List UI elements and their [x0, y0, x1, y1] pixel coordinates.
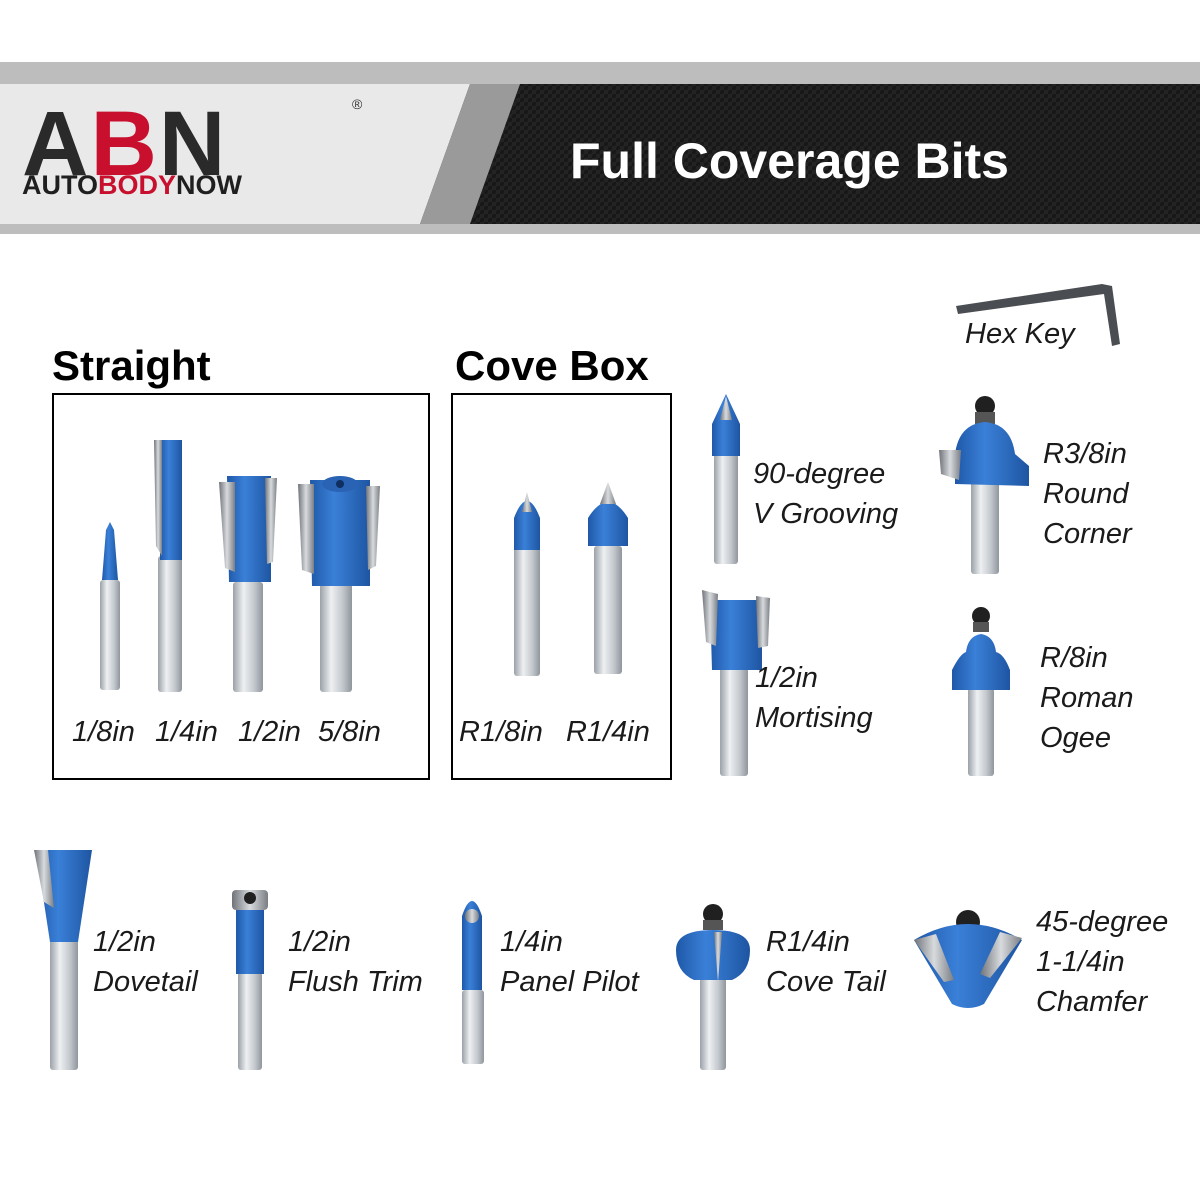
logo-letter-a: A [22, 93, 91, 195]
straight-title: Straight [52, 342, 211, 389]
logo-letters: ABN [22, 98, 227, 190]
hex-key-label: Hex Key [965, 318, 1075, 350]
logo-sub-now: NOW [176, 170, 243, 200]
v-groove-line1: 90-degree [753, 458, 886, 490]
logo-letter-n: N [158, 93, 228, 195]
roman-ogee-line1: R/8in [1040, 642, 1108, 674]
chamfer-line1: 45-degree [1036, 906, 1169, 938]
round-corner-line1: R3/8in [1043, 438, 1127, 470]
v-groove-line2: V Grooving [753, 498, 899, 530]
straight-bit-1-4-icon [154, 440, 182, 692]
banner-background [0, 62, 1200, 234]
cove-size-r1-4: R1/4in [566, 716, 650, 748]
roman-ogee-bit-icon [952, 607, 1010, 776]
dovetail-line2: Dovetail [93, 966, 198, 998]
mortise-line2: Mortising [755, 702, 873, 734]
cove-tail-bit-icon [676, 904, 750, 1070]
mortise-line1: 1/2in [755, 662, 818, 694]
chamfer-line3: Chamfer [1036, 986, 1148, 1018]
roman-ogee-line3: Ogee [1040, 722, 1111, 754]
cove-tail-line1: R1/4in [766, 926, 850, 958]
cove-box-box [451, 393, 672, 780]
panel-pilot-line2: Panel Pilot [500, 966, 639, 998]
chamfer-bit-icon [914, 910, 1022, 1008]
round-corner-line3: Corner [1043, 518, 1132, 550]
straight-box [52, 393, 430, 780]
registered-mark: ® [352, 96, 363, 112]
cove-box-bit-r1-8-icon [514, 492, 540, 676]
panel-pilot-line1: 1/4in [500, 926, 563, 958]
logo-sub-body: BODY [98, 170, 177, 200]
logo-sub-auto: AUTO [22, 170, 99, 200]
cove-box-bit-r1-4-icon [588, 482, 628, 674]
hex-key-icon [956, 284, 1120, 346]
straight-bit-5-8-icon [298, 476, 380, 692]
flush-trim-bit-icon [232, 890, 268, 1070]
round-corner-bit-icon [939, 396, 1029, 574]
chamfer-line2: 1-1/4in [1036, 946, 1125, 978]
panel-pilot-bit-icon [462, 901, 484, 1064]
banner-title: Full Coverage Bits [570, 133, 1009, 189]
roman-ogee-line2: Roman [1040, 682, 1134, 714]
v-groove-bit-icon [712, 394, 740, 564]
cove-box-title: Cove Box [455, 342, 649, 389]
dovetail-bit-icon [34, 850, 92, 1070]
logo-letter-b: B [90, 93, 159, 195]
straight-bit-1-8-icon [100, 522, 120, 690]
straight-bit-1-2-icon [219, 476, 277, 692]
round-corner-line2: Round [1043, 478, 1129, 510]
cove-tail-line2: Cove Tail [766, 966, 886, 998]
flush-trim-line2: Flush Trim [288, 966, 423, 998]
mortise-bit-icon [702, 590, 770, 776]
straight-size-1-4: 1/4in [155, 716, 218, 748]
cove-size-r1-8: R1/8in [459, 716, 543, 748]
dovetail-line1: 1/2in [93, 926, 156, 958]
logo-subtitle: AUTOBODYNOW [22, 170, 242, 201]
flush-trim-line1: 1/2in [288, 926, 351, 958]
straight-size-5-8: 5/8in [318, 716, 381, 748]
straight-size-1-8: 1/8in [72, 716, 135, 748]
straight-size-1-2: 1/2in [238, 716, 301, 748]
